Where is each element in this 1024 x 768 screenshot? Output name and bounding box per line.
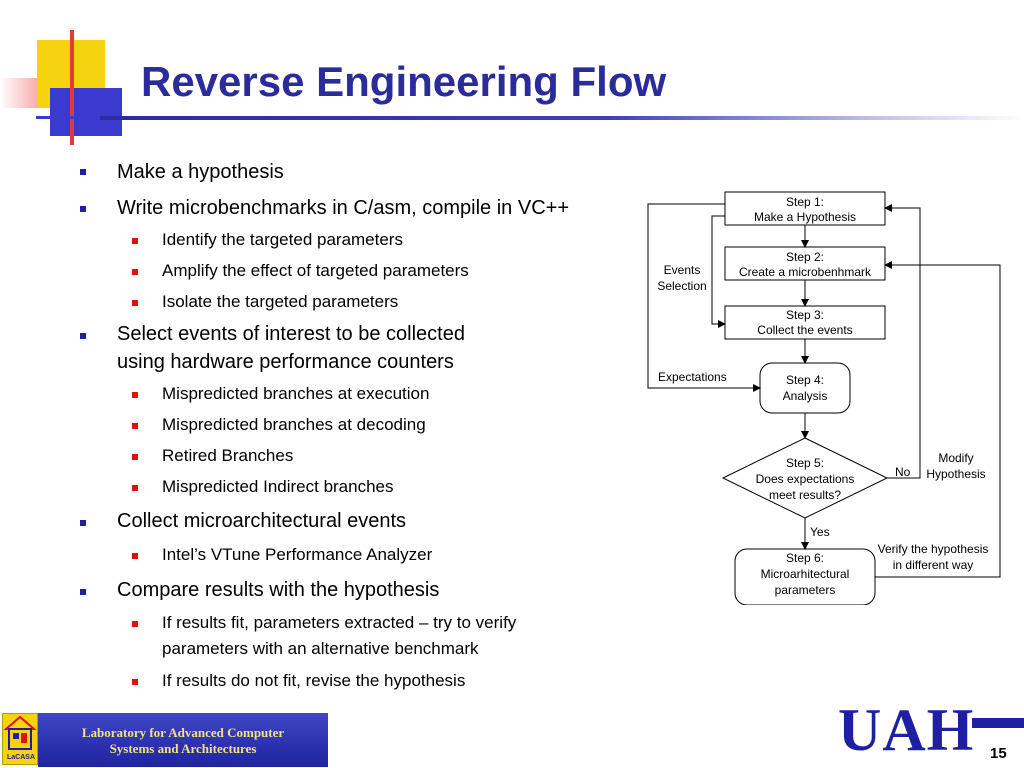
- sub-bullet-item: Mispredicted branches at execution: [162, 384, 430, 403]
- sub-bullet-item: Intel’s VTune Performance Analyzer: [162, 545, 433, 564]
- bullet-item: Select events of interest to be collecte…: [117, 323, 465, 345]
- step5-line3: meet results?: [769, 488, 841, 502]
- sub-bullet-item: Mispredicted branches at decoding: [162, 415, 426, 434]
- step5-line1: Step 5:: [786, 456, 824, 470]
- sub-bullet-marker: [132, 269, 138, 275]
- step1-line1: Step 1:: [786, 195, 824, 209]
- title-underline: [100, 116, 1024, 120]
- bullet-marker: [80, 520, 86, 526]
- flowchart: Step 1: Make a Hypothesis Step 2: Create…: [647, 191, 1001, 605]
- decor-red-line: [70, 30, 74, 145]
- label-verify-line2: in different way: [893, 558, 974, 572]
- sub-bullet-marker: [132, 679, 138, 685]
- bullet-marker: [80, 206, 86, 212]
- step2-line2: Create a microbenhmark: [739, 265, 872, 279]
- label-yes: Yes: [810, 525, 830, 539]
- label-hypothesis: Hypothesis: [926, 467, 985, 481]
- page-number: 15: [990, 745, 1007, 762]
- bullet-item: Compare results with the hypothesis: [117, 579, 440, 601]
- label-modify: Modify: [938, 451, 973, 465]
- arrow-events-selection: [711, 215, 726, 328]
- bullet-item: Collect microarchitectural events: [117, 510, 406, 532]
- arrow-expectations: [647, 203, 761, 392]
- uah-logo: UAH: [838, 697, 975, 763]
- sub-bullet-item: Mispredicted Indirect branches: [162, 477, 394, 496]
- bullet-marker: [80, 333, 86, 339]
- label-expectations: Expectations: [658, 370, 727, 384]
- sub-bullet-marker: [132, 300, 138, 306]
- bullet-item: Write microbenchmarks in C/asm, compile …: [117, 197, 569, 219]
- sub-bullet-item-continuation: parameters with an alternative benchmark: [162, 639, 479, 658]
- sub-bullet-item: Identify the targeted parameters: [162, 230, 403, 249]
- step5-line2: Does expectations: [756, 472, 855, 486]
- step3-line2: Collect the events: [757, 323, 852, 337]
- bullet-list: Make a hypothesis Write microbenchmarks …: [80, 161, 569, 690]
- page-title: Reverse Engineering Flow: [141, 58, 667, 105]
- sub-bullet-marker: [132, 485, 138, 491]
- lab-name-line2: Systems and Architectures: [109, 741, 257, 756]
- sub-bullet-marker: [132, 423, 138, 429]
- step4-box: [759, 362, 851, 414]
- step6-line1: Step 6:: [786, 551, 824, 565]
- sub-bullet-item: If results fit, parameters extracted – t…: [162, 613, 517, 632]
- step4-line2: Analysis: [783, 389, 828, 403]
- bullet-marker: [80, 589, 86, 595]
- sub-bullet-marker: [132, 553, 138, 559]
- sub-bullet-marker: [132, 392, 138, 398]
- decor-blue-line: [36, 116, 128, 119]
- sub-bullet-marker: [132, 621, 138, 627]
- step6-line2: Microarhitectural: [761, 567, 850, 581]
- bullet-marker: [80, 169, 86, 175]
- step6-line3: parameters: [775, 583, 836, 597]
- arrow-verify-hypothesis: [875, 261, 1001, 578]
- uah-logo-bar: [972, 718, 1024, 728]
- bullet-item-continuation: using hardware performance counters: [117, 351, 454, 373]
- step2-line1: Step 2:: [786, 250, 824, 264]
- house-icon: [3, 715, 37, 750]
- lacasa-logo: LaCASA: [2, 713, 38, 765]
- sub-bullet-marker: [132, 238, 138, 244]
- sub-bullet-item: Isolate the targeted parameters: [162, 292, 399, 311]
- step4-line1: Step 4:: [786, 373, 824, 387]
- step3-line1: Step 3:: [786, 308, 824, 322]
- label-verify-line1: Verify the hypothesis: [878, 542, 989, 556]
- sub-bullet-marker: [132, 454, 138, 460]
- bullet-item: Make a hypothesis: [117, 161, 284, 183]
- arrow-modify-hypothesis: [884, 204, 921, 479]
- label-selection: Selection: [657, 279, 706, 293]
- lab-name-line1: Laboratory for Advanced Computer: [81, 725, 285, 740]
- sub-bullet-item: Retired Branches: [162, 446, 294, 465]
- lacasa-logo-text: LaCASA: [7, 754, 36, 761]
- decor-blue-square: [50, 88, 122, 136]
- lab-banner: Laboratory for Advanced Computer Systems…: [38, 713, 328, 767]
- label-events: Events: [664, 263, 701, 277]
- sub-bullet-item: Amplify the effect of targeted parameter…: [162, 261, 469, 280]
- label-no: No: [895, 465, 911, 479]
- step1-line2: Make a Hypothesis: [754, 210, 856, 224]
- sub-bullet-item: If results do not fit, revise the hypoth…: [162, 671, 466, 690]
